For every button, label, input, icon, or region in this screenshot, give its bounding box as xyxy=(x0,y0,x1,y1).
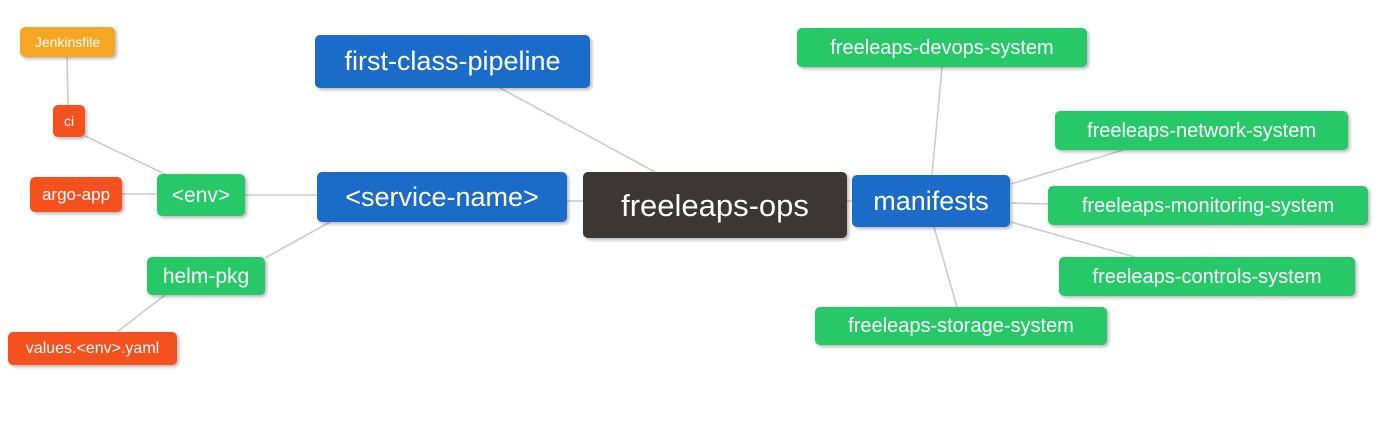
node-ci[interactable]: ci xyxy=(53,105,85,137)
edge-service-name-to-helm-pkg xyxy=(264,221,331,259)
node-helm-pkg[interactable]: helm-pkg xyxy=(147,257,265,295)
node-label-manifests: manifests xyxy=(873,185,989,216)
node-label-jenkinsfile: Jenkinsfile xyxy=(34,34,101,50)
edge-jenkinsfile-to-ci xyxy=(66,56,69,106)
edge-manifests-to-freeleaps-controls-system xyxy=(1010,221,1136,258)
node-label-argo-app: argo-app xyxy=(41,185,111,204)
edge-ci-to-env xyxy=(84,135,168,176)
node-freeleaps-network-system[interactable]: freeleaps-network-system xyxy=(1055,111,1348,150)
node-label-freeleaps-controls-system: freeleaps-controls-system xyxy=(1092,265,1322,288)
node-values-env-yaml[interactable]: values.<env>.yaml xyxy=(8,332,177,365)
node-freeleaps-devops-system[interactable]: freeleaps-devops-system xyxy=(797,28,1087,67)
node-label-helm-pkg: helm-pkg xyxy=(162,264,250,288)
edge-first-class-pipeline-to-freeleaps-ops xyxy=(499,87,656,173)
node-label-freeleaps-devops-system: freeleaps-devops-system xyxy=(830,36,1054,59)
node-label-freeleaps-network-system: freeleaps-network-system xyxy=(1087,119,1316,142)
node-argo-app[interactable]: argo-app xyxy=(30,177,122,212)
node-label-freeleaps-ops: freeleaps-ops xyxy=(621,187,809,223)
node-label-ci: ci xyxy=(63,113,75,129)
node-label-freeleaps-monitoring-system: freeleaps-monitoring-system xyxy=(1081,194,1335,217)
node-service-name[interactable]: <service-name> xyxy=(317,172,567,222)
node-manifests[interactable]: manifests xyxy=(852,175,1010,227)
node-label-freeleaps-storage-system: freeleaps-storage-system xyxy=(848,315,1074,337)
edge-manifests-to-freeleaps-storage-system xyxy=(933,226,958,308)
node-label-values-env-yaml: values.<env>.yaml xyxy=(25,339,160,357)
node-label-env: <env> xyxy=(171,183,231,207)
edge-helm-pkg-to-values-env-yaml xyxy=(116,294,166,333)
node-freeleaps-storage-system[interactable]: freeleaps-storage-system xyxy=(815,307,1107,345)
node-label-service-name: <service-name> xyxy=(345,181,539,212)
node-label-first-class-pipeline: first-class-pipeline xyxy=(344,46,561,76)
edge-manifests-to-freeleaps-monitoring-system xyxy=(1010,202,1049,205)
node-freeleaps-controls-system[interactable]: freeleaps-controls-system xyxy=(1059,257,1355,296)
node-jenkinsfile[interactable]: Jenkinsfile xyxy=(20,27,115,57)
edge-manifests-to-freeleaps-network-system xyxy=(1010,149,1124,185)
node-freeleaps-ops[interactable]: freeleaps-ops xyxy=(583,172,847,238)
node-env[interactable]: <env> xyxy=(157,174,245,216)
edge-manifests-to-freeleaps-devops-system xyxy=(931,66,943,176)
node-first-class-pipeline[interactable]: first-class-pipeline xyxy=(315,35,590,88)
node-freeleaps-monitoring-system[interactable]: freeleaps-monitoring-system xyxy=(1048,186,1368,225)
